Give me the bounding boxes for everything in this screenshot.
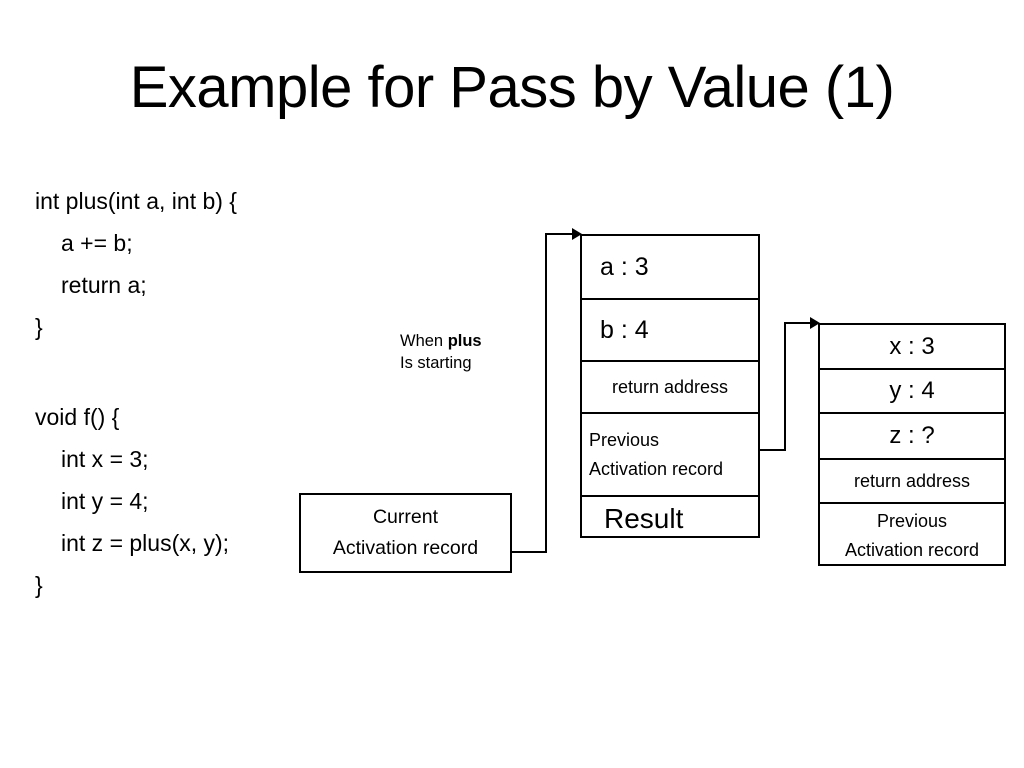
frame-plus-previous-line-1: Previous xyxy=(589,429,660,450)
frame-plus-row-previous-activation-record: Previous Activation record xyxy=(582,414,758,497)
frame-plus-row-result: Result xyxy=(604,502,684,534)
code-line: int y = 4; xyxy=(61,488,149,514)
page-title: Example for Pass by Value (1) xyxy=(129,55,895,120)
frame-plus-row-return-address: return address xyxy=(582,362,758,414)
frame-plus-row-b: b : 4 xyxy=(582,300,758,362)
box-current-activation-record: Current Activation record xyxy=(299,493,512,573)
frame-f-previous-line-1: Previous xyxy=(876,511,948,531)
connector-plus-to-f xyxy=(760,322,810,451)
annotation-line-2: Is starting xyxy=(400,354,472,372)
frame-plus-previous-line-2: Activation record xyxy=(589,458,724,479)
frame-plus-row-a: a : 3 xyxy=(582,236,758,300)
code-line: void f() { xyxy=(35,404,120,430)
code-block-plus: int plus(int a, int b) { a += b; return … xyxy=(35,180,237,348)
frame-plus-activation-record: a : 3 b : 4 return address Previous Acti… xyxy=(580,234,760,538)
frame-f-row-z: z : ? xyxy=(820,414,1004,460)
annotation-when-plus-is-starting: When plus Is starting xyxy=(400,330,482,374)
code-line: a += b; xyxy=(61,230,133,256)
box-current-line-2: Activation record xyxy=(332,537,479,559)
code-line: return a; xyxy=(61,272,147,298)
code-line: } xyxy=(35,572,43,598)
annotation-prefix: When xyxy=(400,332,448,350)
frame-f-row-x: x : 3 xyxy=(820,325,1004,370)
code-block-f: void f() { int x = 3; int y = 4; int z =… xyxy=(35,396,229,606)
code-line: int plus(int a, int b) { xyxy=(35,188,237,214)
code-line: int x = 3; xyxy=(61,446,149,472)
code-line: } xyxy=(35,314,43,340)
code-line: int z = plus(x, y); xyxy=(61,530,230,556)
annotation-line-1: When plus xyxy=(400,330,482,352)
frame-plus-previous-label: Previous Activation record xyxy=(589,426,723,484)
box-current-line-1: Current xyxy=(372,506,438,528)
frame-f-activation-record: x : 3 y : 4 z : ? return address Previou… xyxy=(818,323,1006,566)
box-current-label: Current Activation record xyxy=(333,502,478,564)
annotation-emphasis: plus xyxy=(447,332,482,350)
frame-f-previous-label: Previous Activation record xyxy=(845,507,979,565)
frame-f-previous-line-2: Activation record xyxy=(844,540,980,560)
frame-f-row-return-address: return address xyxy=(820,460,1004,504)
frame-f-row-previous-activation-record: Previous Activation record xyxy=(820,504,1004,568)
connector-current-to-plus xyxy=(512,233,572,553)
frame-f-row-y: y : 4 xyxy=(820,370,1004,414)
